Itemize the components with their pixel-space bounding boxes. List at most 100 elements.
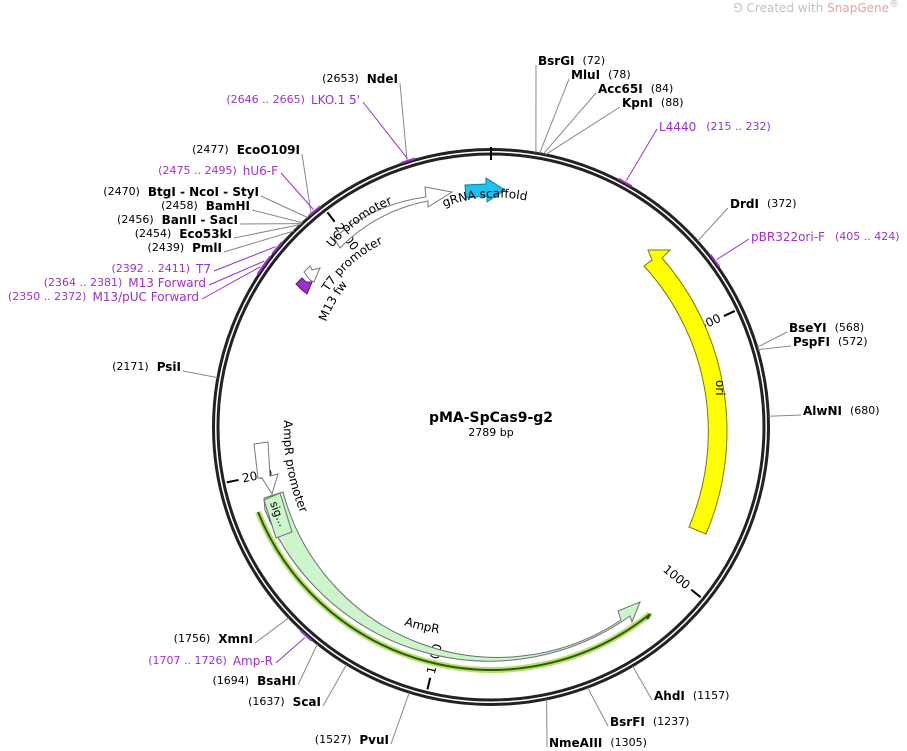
primer-range: (405 .. 424)	[835, 230, 900, 243]
site-position: (78)	[608, 68, 631, 81]
site-acc65i[interactable]: Acc65I(84)	[542, 82, 673, 155]
site-ecoo109i[interactable]: (2477)EcoO109I	[192, 143, 312, 215]
primer-leader	[625, 128, 658, 181]
ampr-cds-inner	[257, 511, 651, 671]
primer-leader	[275, 637, 306, 664]
site-bsrgi[interactable]: BsrGI(72)	[535, 54, 606, 153]
ampr-cds-arrowhead-icon	[645, 613, 652, 620]
site-leader	[390, 692, 410, 745]
site-name: Acc65I	[598, 82, 643, 96]
site-label: (2171)PsiI	[112, 360, 181, 374]
site-mlui[interactable]: MluI(78)	[539, 68, 631, 154]
site-position: (72)	[583, 54, 606, 67]
site-nmeaiii[interactable]: NmeAIII(1305)	[546, 699, 647, 750]
site-name: BamHI	[206, 199, 250, 213]
primer-label: (2475 .. 2495)hU6-F	[158, 164, 278, 178]
site-leader	[539, 78, 570, 154]
site-name: AhdI	[654, 689, 685, 703]
site-name: BseYI	[789, 321, 827, 335]
feature-sig[interactable]: sig...	[263, 492, 293, 539]
site-pvui[interactable]: (1527) PvuI	[315, 692, 410, 747]
site-position: (572)	[838, 335, 868, 348]
primer-l4440[interactable]: L4440(215 .. 232)	[618, 120, 771, 188]
tick-label-1000: 1000	[660, 562, 693, 592]
primer-t7[interactable]: (2392 .. 2411)T7	[111, 241, 283, 276]
primer-name: M13/pUC Forward	[92, 290, 199, 304]
primer-m13-puc-forward[interactable]: (2350 .. 2372) M13/pUC Forward	[8, 261, 267, 304]
site-kpni[interactable]: KpnI(88)	[545, 96, 684, 155]
primer-pbr322ori-f[interactable]: pBR322ori-F(405 .. 424)	[709, 230, 900, 268]
site-drdi[interactable]: DrdI(372)	[697, 197, 797, 242]
site-bsahi[interactable]: (1694)BsaHI	[213, 643, 318, 688]
site-leader	[542, 92, 597, 155]
site-leader	[399, 82, 408, 162]
site-leader	[251, 209, 303, 224]
site-xmni[interactable]: (1756) XmnI	[174, 617, 290, 646]
site-position: (1756)	[174, 632, 211, 645]
site-leader	[233, 223, 301, 239]
site-position: (2653)	[322, 72, 359, 85]
site-label: BseYI(568)	[789, 321, 864, 335]
site-name: ScaI	[293, 695, 321, 709]
site-bsrfi[interactable]: BsrFI(1237)	[587, 687, 690, 729]
site-label: Acc65I(84)	[598, 82, 673, 96]
primer-hu6-f[interactable]: (2475 .. 2495)hU6-F	[158, 164, 322, 217]
primer-range: (2350 .. 2372)	[8, 290, 87, 303]
site-position: (1637)	[248, 695, 285, 708]
site-name: XmnI	[218, 632, 253, 646]
site-name: DrdI	[730, 197, 759, 211]
site-scai[interactable]: (1637) ScaI	[248, 664, 348, 709]
site-leader	[254, 617, 290, 644]
primer-lko-1-5[interactable]: (2646 .. 2665)LKO.1 5'	[226, 93, 416, 164]
primer-mark	[308, 205, 322, 217]
tick-mark-500	[723, 310, 736, 317]
primer-amp-r[interactable]: (1707 .. 1726)Amp-R	[148, 630, 313, 668]
site-alwni[interactable]: AlwNI(680)	[768, 404, 880, 418]
site-position: (2439)	[148, 241, 185, 254]
feature-label-ampr: AmpR	[403, 615, 441, 637]
site-pmli[interactable]: (2439)PmlI	[148, 230, 294, 255]
site-name: BtgI - NcoI - StyI	[148, 185, 259, 199]
site-eco53ki[interactable]: (2454)Eco53kI	[135, 223, 301, 241]
site-position: (1527)	[315, 733, 352, 746]
site-position: (2470)	[103, 185, 140, 198]
site-leader	[587, 687, 609, 727]
site-label: KpnI(88)	[622, 96, 684, 110]
site-leader	[697, 207, 729, 242]
site-bseyi[interactable]: BseYI(568)	[757, 321, 864, 348]
site-label: PspFI(572)	[793, 335, 868, 349]
site-label: (1637) ScaI	[248, 695, 321, 709]
site-leader	[545, 106, 621, 155]
site-name: PsiI	[157, 360, 181, 374]
primer-m13-forward[interactable]: (2364 .. 2381)M13 Forward	[44, 255, 272, 290]
primer-label: (2350 .. 2372) M13/pUC Forward	[8, 290, 199, 304]
primer-name: L4440	[659, 120, 696, 134]
site-leader	[260, 195, 309, 219]
site-btgi-ncoi-styi[interactable]: (2470) BtgI - NcoI - StyI	[103, 185, 309, 219]
site-name: BanII - SacI	[162, 213, 238, 227]
site-leader	[322, 664, 348, 707]
tick-mark-1000	[690, 588, 702, 598]
site-label: AlwNI(680)	[803, 404, 880, 418]
feature-ampr[interactable]: AmpR	[263, 491, 641, 662]
site-bamhi[interactable]: (2458)BamHI	[161, 199, 303, 224]
site-position: (2454)	[135, 227, 172, 240]
primer-name: hU6-F	[243, 164, 278, 178]
site-name: PvuI	[359, 733, 389, 747]
primer-mark	[709, 254, 721, 268]
feature-grna-scaffold[interactable]: gRNA scaffold	[440, 177, 529, 210]
site-name: NdeI	[367, 72, 398, 86]
primer-leader	[716, 238, 750, 261]
site-banii-saci[interactable]: (2456)BanII - SacI	[117, 213, 302, 227]
site-label: AhdI(1157)	[654, 689, 729, 703]
site-label: (1527) PvuI	[315, 733, 389, 747]
site-label: (2458)BamHI	[161, 199, 250, 213]
feature-ori[interactable]: ori	[643, 249, 728, 535]
site-pspfi[interactable]: PspFI(572)	[757, 335, 868, 351]
site-ndei[interactable]: (2653) NdeI	[322, 72, 408, 162]
site-psii[interactable]: (2171)PsiI	[112, 360, 218, 379]
primer-leader	[201, 266, 261, 300]
site-leader	[757, 345, 792, 351]
site-name: EcoO109I	[237, 143, 300, 157]
site-ahdi[interactable]: AhdI(1157)	[632, 665, 730, 703]
